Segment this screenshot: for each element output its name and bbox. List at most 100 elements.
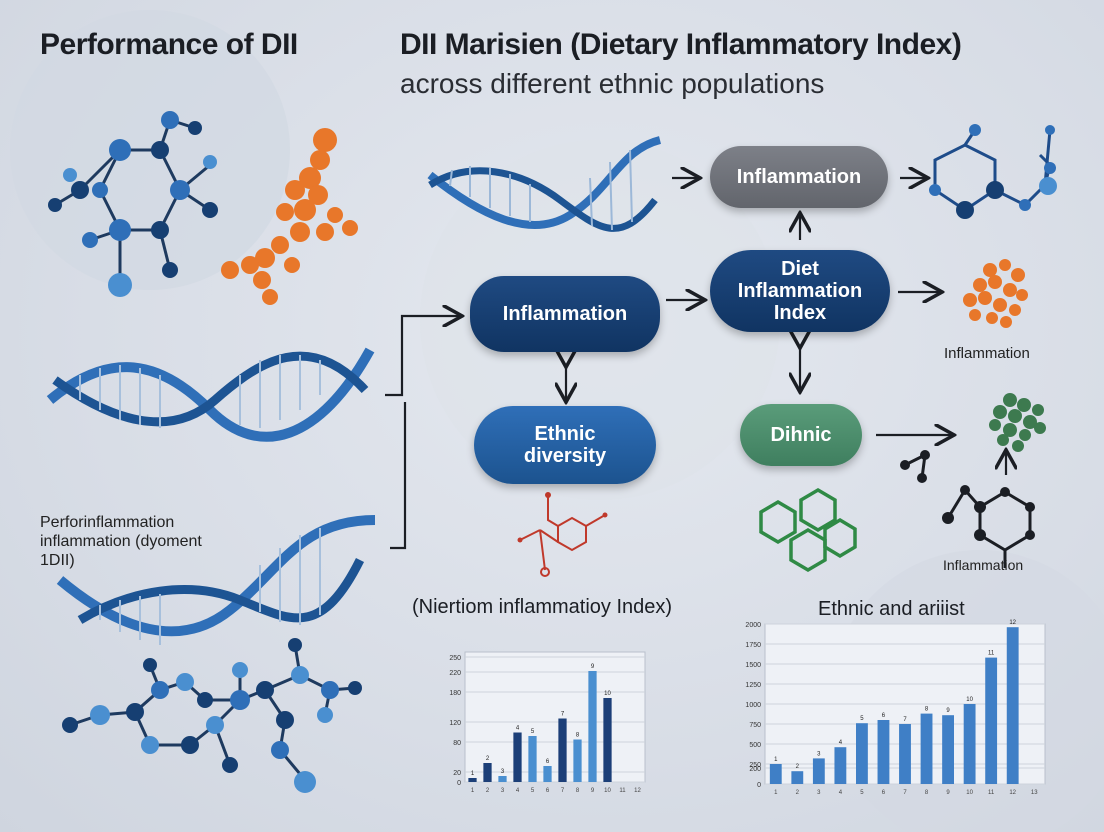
bar-data-label: 5 xyxy=(860,716,864,722)
bar xyxy=(573,739,582,782)
orange-molecule-icon xyxy=(221,128,358,305)
y-tick-label: 1750 xyxy=(745,642,761,649)
bar-data-label: 2 xyxy=(486,756,490,762)
bar-data-label: 6 xyxy=(882,713,886,719)
y-tick-label: 20 xyxy=(453,770,461,777)
right-inflammation-label-2: Inflammation xyxy=(943,557,1024,573)
left-caption: Perforinflammation inflammation (dyoment… xyxy=(40,514,202,570)
x-tick-label: 8 xyxy=(576,788,580,794)
bar xyxy=(963,704,976,784)
y-tick-label: 750 xyxy=(749,722,761,729)
main-title: DII Marisien (Dietary Inflammatory Index… xyxy=(400,28,962,61)
right-inflammation-label-1: Inflammation xyxy=(944,345,1030,362)
y-tick-label: 120 xyxy=(449,720,461,727)
bar-data-label: 7 xyxy=(903,717,907,723)
bar-data-label: 8 xyxy=(576,733,580,739)
dna-helix-icon xyxy=(427,136,662,232)
x-tick-label: 1 xyxy=(774,790,778,796)
bar-data-label: 3 xyxy=(501,769,505,775)
node-label: Inflammation xyxy=(502,303,628,325)
bar-data-label: 4 xyxy=(839,740,843,746)
y-tick-label: 250 xyxy=(449,655,461,662)
node-dihnic[interactable]: Dihnic xyxy=(740,404,862,466)
bar xyxy=(877,720,890,784)
orange-cluster-icon xyxy=(963,259,1028,328)
bar xyxy=(483,763,492,782)
x-tick-label: 2 xyxy=(486,788,490,794)
x-tick-label: 3 xyxy=(817,790,821,796)
x-tick-label: 1 xyxy=(471,788,475,794)
bar xyxy=(513,732,522,782)
x-tick-label: 7 xyxy=(561,788,565,794)
bar xyxy=(588,671,597,782)
bar-data-label: 2 xyxy=(796,764,800,770)
x-tick-label: 8 xyxy=(925,790,929,796)
y-tick-label: 250 xyxy=(749,762,761,769)
node-label: Dihnic xyxy=(770,424,832,446)
bar xyxy=(528,736,537,782)
bar xyxy=(856,723,868,784)
bar xyxy=(985,657,998,784)
x-tick-label: 5 xyxy=(531,788,535,794)
green-cluster-icon xyxy=(989,393,1046,452)
y-tick-label: 180 xyxy=(449,690,461,697)
green-hexagons-icon xyxy=(759,487,857,573)
x-tick-label: 12 xyxy=(634,788,641,794)
x-tick-label: 4 xyxy=(516,788,520,794)
node-label: Inflammation xyxy=(736,166,862,188)
node-center-inflammation[interactable]: Inflammation xyxy=(470,276,660,352)
bar xyxy=(543,766,552,782)
subtitle: across different ethnic populations xyxy=(400,68,825,99)
x-tick-label: 4 xyxy=(839,790,843,796)
y-tick-label: 0 xyxy=(757,782,761,789)
bar xyxy=(812,758,825,784)
y-tick-label: 500 xyxy=(749,742,761,749)
bar-data-label: 10 xyxy=(966,697,973,703)
node-label: Diet Inflammation Index xyxy=(737,258,863,324)
node-diet-inflammation-index[interactable]: Diet Inflammation Index xyxy=(710,250,890,332)
bar-data-label: 5 xyxy=(531,729,535,735)
y-tick-label: 1250 xyxy=(745,682,761,689)
node-top-inflammation[interactable]: Inflammation xyxy=(710,146,888,208)
x-tick-label: 10 xyxy=(604,788,611,794)
x-tick-label: 6 xyxy=(882,790,886,796)
bar xyxy=(558,718,567,782)
node-label: Ethnic diversity xyxy=(523,423,607,467)
bar xyxy=(791,771,804,784)
bar-data-label: 3 xyxy=(817,751,821,757)
bar-data-label: 12 xyxy=(1009,620,1016,626)
bar-data-label: 10 xyxy=(604,691,611,697)
bar xyxy=(920,713,933,784)
y-tick-label: 200 xyxy=(749,766,761,773)
bar xyxy=(498,776,507,782)
x-tick-label: 9 xyxy=(591,788,595,794)
bar xyxy=(1006,627,1019,784)
y-tick-label: 1000 xyxy=(745,702,761,709)
bar xyxy=(899,724,911,784)
y-tick-label: 2000 xyxy=(745,622,761,629)
bar-data-label: 4 xyxy=(516,726,520,732)
bar xyxy=(942,715,954,784)
x-tick-label: 11 xyxy=(619,788,626,794)
x-tick-label: 5 xyxy=(860,790,864,796)
y-tick-label: 1500 xyxy=(745,662,761,669)
bar xyxy=(769,764,782,784)
bar-data-label: 6 xyxy=(546,759,550,765)
bar-data-label: 8 xyxy=(925,707,929,713)
left-title: Performance of DII xyxy=(40,28,298,61)
x-tick-label: 2 xyxy=(796,790,800,796)
dna-helix-icon xyxy=(46,347,375,442)
x-tick-label: 9 xyxy=(946,790,950,796)
red-molecule-icon xyxy=(519,495,606,571)
x-tick-label: 3 xyxy=(501,788,505,794)
y-tick-label: 0 xyxy=(457,780,461,787)
bar-data-label: 9 xyxy=(591,664,595,670)
x-tick-label: 6 xyxy=(546,788,550,794)
y-tick-label: 220 xyxy=(449,670,461,677)
node-ethnic-diversity[interactable]: Ethnic diversity xyxy=(474,406,656,484)
x-tick-label: 7 xyxy=(903,790,907,796)
